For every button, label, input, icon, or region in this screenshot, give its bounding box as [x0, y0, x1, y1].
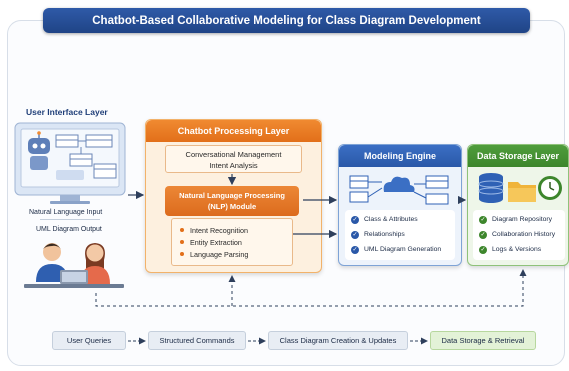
ui-layer-title: User Interface Layer [26, 107, 108, 117]
nlp-line-1: Natural Language Processing [179, 191, 285, 200]
check-circle-icon: ✓ [479, 230, 487, 239]
list-item: ✓ Class & Attributes [345, 212, 455, 227]
nlp-item-label: Language Parsing [190, 249, 249, 259]
modeling-item-label: Class & Attributes [364, 216, 418, 223]
nlp-item-label: Entity Extraction [190, 237, 242, 247]
dashed-feedback-loop [95, 269, 527, 307]
storage-item-label: Logs & Versions [492, 246, 542, 253]
cloud-diagram-icon [349, 175, 449, 205]
flow-step-diagram-creation: Class Diagram Creation & Updates [268, 331, 408, 350]
bullet-dot-icon [180, 240, 184, 244]
data-storage-title: Data Storage Layer [468, 145, 568, 167]
database-icon [478, 173, 504, 203]
natural-language-input-caption: Natural Language Input [29, 209, 103, 216]
check-circle-icon: ✓ [351, 230, 359, 239]
check-circle-icon: ✓ [479, 245, 487, 254]
database-folder-clock-icon [478, 173, 562, 203]
bullet-dot-icon [180, 252, 184, 256]
collaborators-illustration [24, 243, 124, 288]
storage-item-label: Diagram Repository [492, 216, 553, 223]
list-item: Entity Extraction [172, 236, 292, 248]
flow-step-data-storage: Data Storage & Retrieval [430, 331, 536, 350]
folder-icon [508, 182, 536, 202]
uml-diagram-output-caption: UML Diagram Output [36, 226, 102, 233]
modeling-item-label: UML Diagram Generation [364, 246, 442, 253]
check-circle-icon: ✓ [479, 215, 487, 224]
list-item: ✓ UML Diagram Generation [345, 242, 455, 257]
caption-divider [40, 219, 100, 220]
list-item: ✓ Diagram Repository [473, 212, 565, 227]
data-storage-list: ✓ Diagram Repository ✓ Collaboration Histo… [473, 210, 565, 260]
storage-item-label: Collaboration History [492, 231, 556, 238]
conv-line-2: Intent Analysis [209, 161, 258, 170]
nlp-item-label: Intent Recognition [190, 225, 248, 235]
list-item: Language Parsing [172, 248, 292, 260]
check-circle-icon: ✓ [351, 215, 359, 224]
conv-line-1: Conversational Management [185, 150, 282, 159]
page-title: Chatbot-Based Collaborative Modeling for… [43, 8, 530, 33]
modeling-engine-title: Modeling Engine [339, 145, 461, 167]
flow-step-user-queries: User Queries [52, 331, 126, 350]
bullet-dot-icon [180, 228, 184, 232]
nlp-module-items: Intent Recognition Entity Extraction Lan… [171, 218, 293, 266]
list-item: ✓ Collaboration History [473, 227, 565, 242]
list-item: Intent Recognition [172, 224, 292, 236]
modeling-item-label: Relationships [364, 231, 405, 238]
robot-icon [28, 131, 50, 170]
nlp-module-header: Natural Language Processing (NLP) Module [165, 186, 299, 216]
chatbot-layer-title: Chatbot Processing Layer [146, 120, 321, 142]
flow-step-structured-commands: Structured Commands [148, 331, 246, 350]
nlp-line-2: (NLP) Module [207, 202, 257, 211]
modeling-engine-list: ✓ Class & Attributes ✓ Relationships ✓ UML … [345, 210, 455, 260]
list-item: ✓ Logs & Versions [473, 242, 565, 257]
conversational-management-box: Conversational Management Intent Analysi… [165, 145, 302, 173]
clock-icon [538, 176, 562, 200]
monitor-illustration [14, 122, 126, 204]
check-circle-icon: ✓ [351, 245, 359, 254]
list-item: ✓ Relationships [345, 227, 455, 242]
